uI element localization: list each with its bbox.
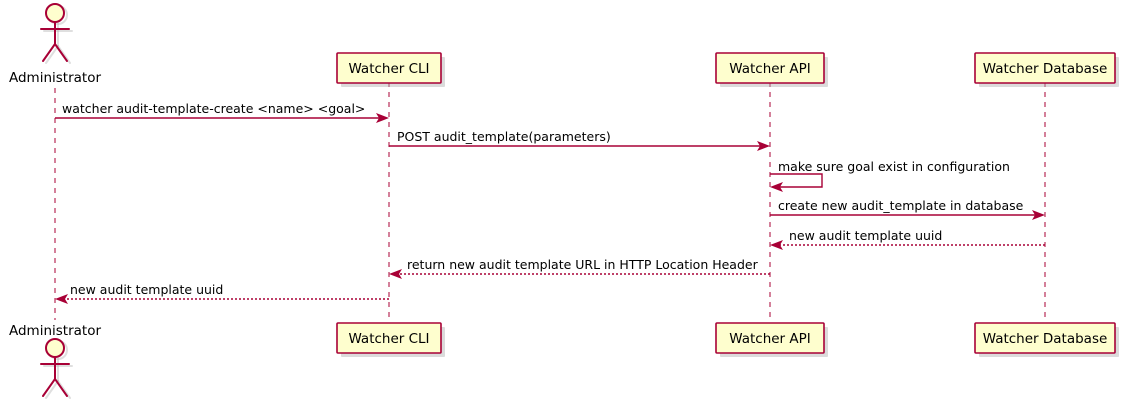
participant-watcher-cli-top[interactable]: Watcher CLI <box>336 52 445 87</box>
box-rect <box>974 322 1116 354</box>
participant-watcher-api-bottom-label: Watcher API <box>729 331 811 347</box>
lifelines-group <box>54 82 1046 322</box>
actor-administrator-top[interactable]: Administrator <box>9 3 101 86</box>
message-3-arrowhead <box>770 182 783 192</box>
participant-watcher-cli-top-label: Watcher CLI <box>348 61 429 77</box>
message-1-label: watcher audit-template-create <name> <go… <box>62 101 365 116</box>
message-7-new-audit-template-uuid[interactable]: new audit template uuid <box>55 282 389 304</box>
message-5-arrowhead <box>770 240 783 250</box>
message-7-label: new audit template uuid <box>70 282 223 297</box>
message-7-arrowhead <box>55 294 68 304</box>
participant-watcher-cli-bottom-label: Watcher CLI <box>348 331 429 347</box>
box-rect <box>715 52 825 84</box>
message-4-create-new-audit-template[interactable]: create new audit_template in database <box>770 198 1045 220</box>
participant-watcher-database-bottom-label: Watcher Database <box>983 331 1108 347</box>
box-rect <box>715 322 825 354</box>
box-rect <box>336 322 442 354</box>
box-rect <box>336 52 442 84</box>
message-2-post-audit-template[interactable]: POST audit_template(parameters) <box>389 129 770 151</box>
message-2-arrowhead <box>757 141 770 151</box>
actor-administrator-top-label: Administrator <box>9 70 101 86</box>
message-6-arrowhead <box>389 269 402 279</box>
participant-watcher-database-top[interactable]: Watcher Database <box>974 52 1119 87</box>
actor-administrator-bottom[interactable]: Administrator <box>9 323 101 399</box>
message-1-arrowhead <box>376 113 389 123</box>
participant-watcher-cli-bottom[interactable]: Watcher CLI <box>336 322 445 357</box>
message-3-label: make sure goal exist in configuration <box>778 159 1010 174</box>
participant-watcher-api-top[interactable]: Watcher API <box>715 52 828 87</box>
actor-administrator-bottom-label: Administrator <box>9 323 101 339</box>
message-4-label: create new audit_template in database <box>778 198 1024 213</box>
message-1-watcher-audit-template-create[interactable]: watcher audit-template-create <name> <go… <box>55 101 389 123</box>
administrator-actor-icon <box>40 3 70 62</box>
participant-watcher-database-bottom[interactable]: Watcher Database <box>974 322 1119 357</box>
participant-watcher-api-bottom[interactable]: Watcher API <box>715 322 828 357</box>
message-5-label: new audit template uuid <box>789 228 942 243</box>
message-4-arrowhead <box>1032 210 1045 220</box>
message-3-self-loop <box>770 173 823 188</box>
message-6-return-audit-template-url[interactable]: return new audit template URL in HTTP Lo… <box>389 257 770 279</box>
administrator-actor-icon <box>40 338 70 397</box>
message-5-new-audit-template-uuid[interactable]: new audit template uuid <box>770 228 1045 250</box>
message-2-label: POST audit_template(parameters) <box>397 129 611 144</box>
participant-watcher-api-top-label: Watcher API <box>729 61 811 77</box>
message-6-label: return new audit template URL in HTTP Lo… <box>407 257 759 272</box>
participant-watcher-database-top-label: Watcher Database <box>983 61 1108 77</box>
message-3-make-sure-goal-exist[interactable]: make sure goal exist in configuration <box>770 159 1010 192</box>
box-rect <box>974 52 1116 84</box>
